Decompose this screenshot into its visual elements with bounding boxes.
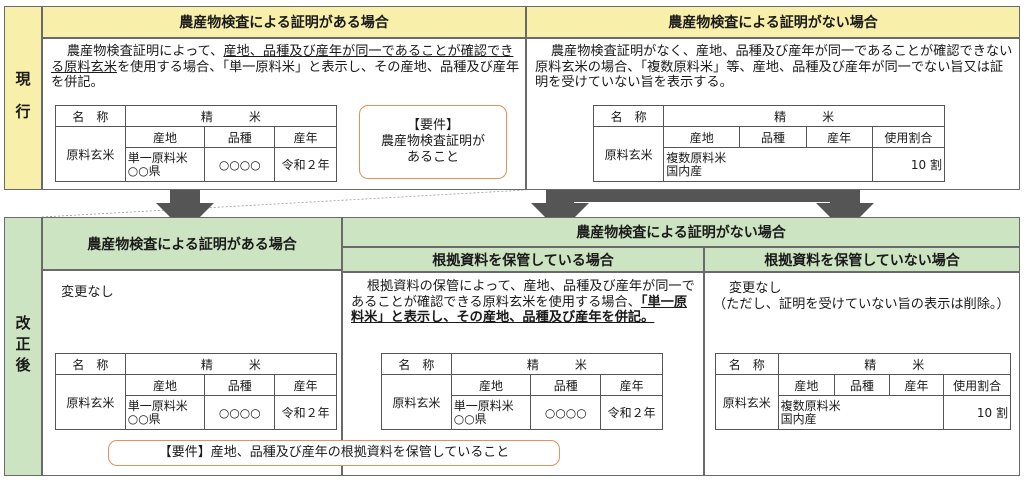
current-left-panel: 農産物検査証明によって、産地、品種及び産年が同一であることが確認できる原料玄米を… (42, 38, 526, 190)
current-side-label: 現 行 (4, 6, 42, 190)
table-ratio-value: 10 割 (943, 395, 1011, 430)
table-variety-value: ○○○○ (530, 395, 602, 430)
table-origin-value: 単一原料米 ○○県 (124, 395, 206, 430)
table-year-value: 令和２年 (600, 395, 663, 430)
table-col-variety: 品種 (739, 126, 807, 148)
current-left-header: 農産物検査による証明がある場合 (42, 6, 526, 38)
revised-right-subheader: 根拠資料を保管していない場合 (704, 247, 1020, 272)
revised-side-label: 改正後 (4, 217, 42, 476)
current-left-label-table: 名 称 精 米 原料玄米 産地 品種 産年 単一原料米 ○○県 ○○○○ 令和２… (55, 105, 338, 182)
dotted-connector-line (41, 189, 527, 218)
table-col-ratio: 使用割合 (943, 374, 1011, 396)
table-header-name: 名 称 (592, 105, 665, 127)
table-header-name: 名 称 (55, 353, 126, 375)
revised-middle-panel: 根拠資料の保管によって、産地、品種及び産年が同一であることが確認できる原料玄米を… (342, 272, 704, 476)
table-col-variety: 品種 (204, 374, 276, 396)
table-col-origin: 産地 (450, 374, 532, 396)
table-variety-value: ○○○○ (204, 147, 276, 182)
current-left-underlined-text: 産地、品種及び産年が同一であることが確認できる原料玄米 (51, 44, 514, 75)
revised-label-text: 改正後 (13, 315, 32, 378)
revised-left-header: 農産物検査による証明がある場合 (42, 217, 342, 270)
table-header-polished: 精 米 (124, 353, 338, 375)
revised-requirement-box: 【要件】産地、品種及び産年の根拠資料を保管していること (108, 440, 560, 466)
current-right-paragraph: 農産物検査証明がなく、産地、品種及び産年が同一であることが確認できない原料玄米の… (535, 44, 1013, 90)
table-col-origin: 産地 (124, 374, 206, 396)
current-right-label-table: 名 称 精 米 原料玄米 産地 品種 産年 使用割合 複数原料米 国内産 10 … (592, 105, 946, 182)
table-origin-value: 複数原料米 国内産 (777, 395, 945, 430)
table-header-polished: 精 米 (663, 105, 945, 127)
table-header-name: 名 称 (55, 105, 126, 127)
table-row-label: 原料玄米 (715, 374, 779, 430)
table-year-value: 令和２年 (274, 395, 337, 430)
table-header-polished: 精 米 (450, 353, 664, 375)
revised-middle-paragraph: 根拠資料の保管によって、産地、品種及び産年が同一であることが確認できる原料玄米を… (351, 279, 695, 326)
revised-middle-header: 根拠資料を保管している場合 (342, 247, 704, 272)
revised-left-label-table: 名 称 精 米 原料玄米 産地 品種 産年 単一原料米 ○○県 ○○○○ 令和２… (55, 353, 338, 430)
table-col-origin: 産地 (663, 126, 741, 148)
revised-left-paragraph: 変更なし (61, 285, 114, 300)
revised-right-panel: 変更なし （ただし、証明を受けていない旨の表示は削除。） 名 称 精 米 原料玄… (704, 272, 1020, 476)
table-year-value: 令和２年 (274, 147, 337, 182)
table-header-name: 名 称 (715, 353, 779, 375)
table-row-label: 原料玄米 (592, 126, 665, 182)
table-col-origin: 産地 (777, 374, 836, 396)
table-origin-value: 単一原料米 ○○県 (124, 147, 206, 182)
right-split-arrow-icon (531, 190, 874, 232)
table-col-year: 産年 (888, 374, 945, 396)
table-origin-value: 複数原料米 国内産 (663, 147, 873, 182)
table-origin-value: 単一原料米 ○○県 (450, 395, 532, 430)
current-right-panel: 農産物検査証明がなく、産地、品種及び産年が同一であることが確認できない原料玄米の… (526, 38, 1020, 190)
current-requirement-box: 【要件】 農産物検査証明が あること (359, 105, 507, 179)
table-header-polished: 精 米 (777, 353, 1012, 375)
revised-middle-bold-text: 「単一原料米」と表示し、その産地、品種及び産年を併記。 (351, 294, 688, 326)
current-label-text: 現 行 (13, 71, 32, 125)
table-row-label: 原料玄米 (381, 374, 452, 430)
current-left-paragraph: 農産物検査証明によって、産地、品種及び産年が同一であることが確認できる原料玄米を… (51, 44, 520, 90)
current-right-header: 農産物検査による証明がない場合 (526, 6, 1020, 38)
left-down-arrow-icon (156, 190, 214, 232)
table-row-label: 原料玄米 (55, 374, 126, 430)
table-row-label: 原料玄米 (55, 126, 126, 182)
table-col-year: 産年 (600, 374, 663, 396)
table-header-name: 名 称 (381, 353, 452, 375)
table-ratio-value: 10 割 (871, 147, 946, 182)
revised-right-label-table: 名 称 精 米 原料玄米 産地 品種 産年 使用割合 複数原料米 国内産 10 … (715, 353, 1012, 430)
table-col-variety: 品種 (530, 374, 602, 396)
table-variety-value: ○○○○ (204, 395, 276, 430)
table-col-variety: 品種 (834, 374, 890, 396)
revised-right-header: 農産物検査による証明がない場合 (342, 217, 1020, 247)
table-col-year: 産年 (274, 374, 337, 396)
revised-right-paragraph: 変更なし （ただし、証明を受けていない旨の表示は削除。） (713, 281, 1010, 312)
revised-middle-label-table: 名 称 精 米 原料玄米 産地 品種 産年 単一原料米 ○○県 ○○○○ 令和２… (381, 353, 664, 430)
